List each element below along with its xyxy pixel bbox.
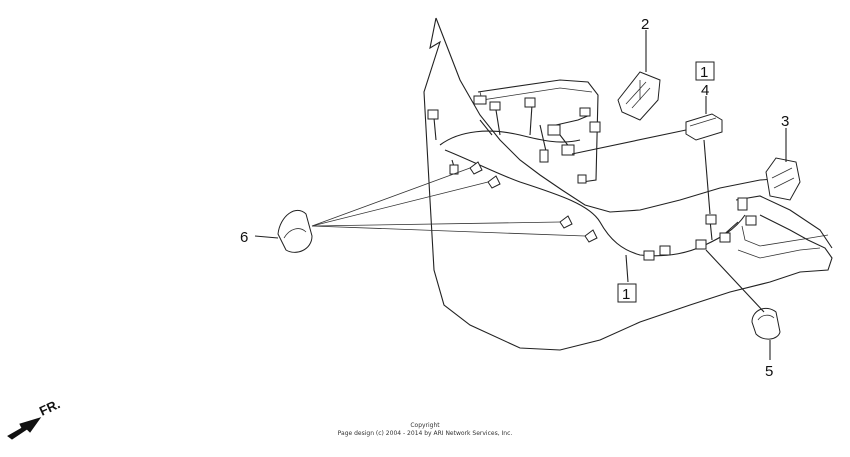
band-clamp-part-5 bbox=[705, 249, 781, 360]
connector bbox=[539, 149, 549, 163]
connector bbox=[577, 174, 587, 184]
harness-clips bbox=[469, 161, 598, 243]
copyright-line-1: Copyright bbox=[410, 422, 440, 429]
callout-2: 2 bbox=[641, 16, 649, 33]
callout-box bbox=[617, 283, 637, 303]
connector bbox=[659, 245, 671, 256]
callout-1-bottom: 1 bbox=[617, 283, 637, 303]
connector bbox=[737, 197, 748, 211]
connector bbox=[695, 239, 707, 250]
bracket-part-3 bbox=[765, 128, 801, 201]
connector bbox=[473, 95, 487, 105]
connector bbox=[524, 97, 536, 108]
clip bbox=[469, 161, 483, 175]
body-panel bbox=[423, 17, 833, 351]
callout-1-top: 1 bbox=[695, 61, 715, 81]
connector bbox=[719, 232, 731, 243]
clip bbox=[559, 215, 573, 229]
connector-part-4 bbox=[571, 96, 723, 215]
bracket-part-2 bbox=[617, 30, 661, 121]
connector bbox=[561, 144, 575, 156]
callout-6: 6 bbox=[240, 229, 248, 246]
callout-4: 4 bbox=[701, 82, 709, 99]
connector bbox=[643, 250, 655, 261]
callout-label: 1 bbox=[622, 286, 630, 303]
front-direction-arrow-icon bbox=[7, 417, 42, 440]
connector bbox=[745, 215, 757, 226]
harness-connectors bbox=[427, 95, 757, 261]
clip bbox=[487, 175, 501, 189]
connector bbox=[579, 107, 591, 117]
copyright-line-2: Page design (c) 2004 - 2014 by ARI Netwo… bbox=[338, 430, 513, 437]
callout-5: 5 bbox=[765, 363, 773, 380]
connector bbox=[705, 214, 717, 225]
connector bbox=[589, 121, 601, 133]
front-direction-label: FR. bbox=[37, 396, 62, 418]
connector bbox=[489, 101, 501, 111]
connector bbox=[547, 124, 561, 136]
callout-3: 3 bbox=[781, 113, 789, 130]
connector bbox=[427, 109, 439, 120]
callout-label: 1 bbox=[700, 64, 708, 81]
callout-box bbox=[695, 61, 715, 81]
clip-part-6 bbox=[254, 167, 586, 253]
leader-1-bottom bbox=[625, 254, 629, 283]
clip bbox=[584, 229, 598, 243]
